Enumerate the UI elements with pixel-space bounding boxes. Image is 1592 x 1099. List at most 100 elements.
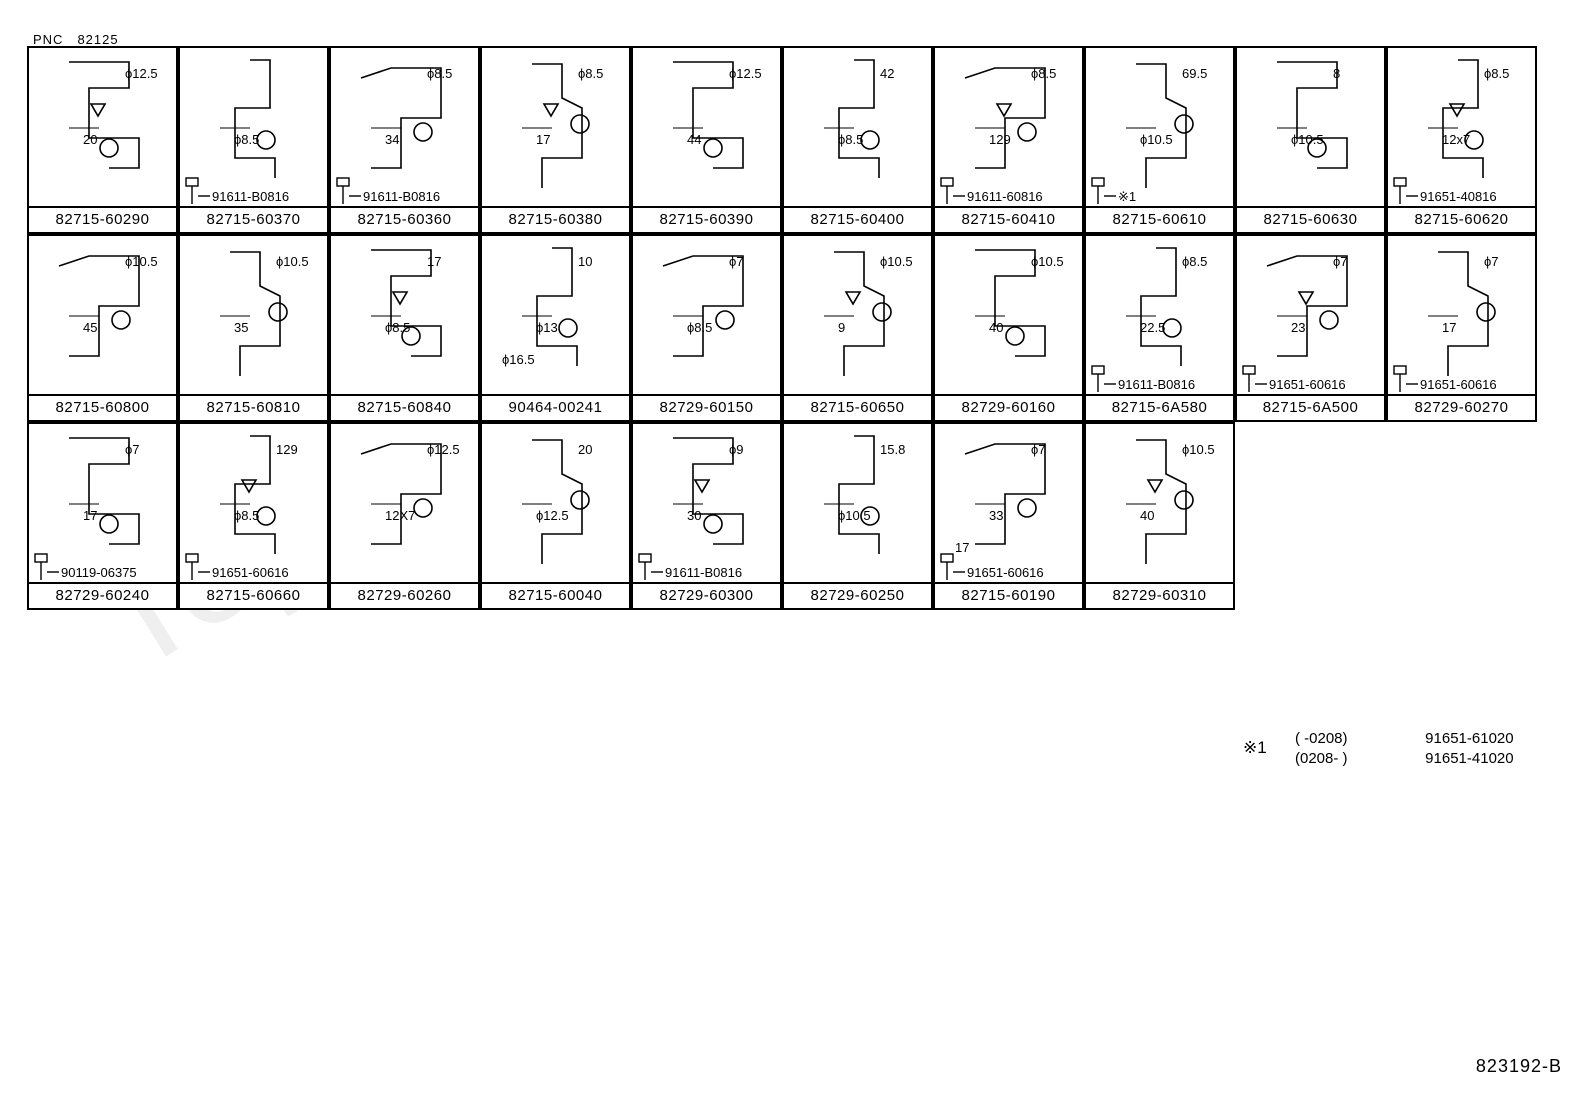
- part-number[interactable]: 82729-60160: [935, 394, 1082, 420]
- part-number[interactable]: 82715-60650: [784, 394, 931, 420]
- dimension-label: 17: [427, 254, 441, 269]
- mounting-hole: [872, 302, 892, 322]
- part-number[interactable]: 82715-60620: [1388, 206, 1535, 232]
- footnote-part[interactable]: 91651-61020: [1425, 730, 1514, 747]
- dimension-label: 34: [385, 132, 399, 147]
- mounting-hole: [413, 498, 433, 518]
- part-number[interactable]: 82715-60800: [29, 394, 176, 420]
- bracket-illustration: ϕ8.5ϕ7: [662, 254, 744, 357]
- bolt-part-number[interactable]: 91651-60616: [967, 565, 1044, 580]
- bolt-part-number[interactable]: 91611-60816: [967, 189, 1043, 204]
- dimension-label: ϕ10.5: [1291, 132, 1324, 147]
- mounting-hole: [1005, 326, 1025, 346]
- bolt-part-number[interactable]: 91611-B0816: [363, 189, 440, 204]
- footnote-row: ( -0208) 91651-61020: [1295, 730, 1514, 747]
- dimension-label: 20: [578, 442, 592, 457]
- part-number[interactable]: 90464-00241: [482, 394, 629, 420]
- part-number[interactable]: 82715-60390: [633, 206, 780, 232]
- dimension-label: ϕ10.5: [838, 508, 871, 523]
- part-number[interactable]: 82715-60400: [784, 206, 931, 232]
- mounting-hole: [256, 130, 276, 150]
- part-number[interactable]: 82715-60660: [180, 582, 327, 608]
- part-number[interactable]: 82715-6A500: [1237, 394, 1384, 420]
- part-number[interactable]: 82715-60810: [180, 394, 327, 420]
- part-number[interactable]: 82729-60310: [1086, 582, 1233, 608]
- dimension-label: ϕ7: [1031, 442, 1046, 457]
- bolt-part-number[interactable]: 91651-40816: [1420, 189, 1497, 204]
- footnote-part[interactable]: 91651-41020: [1425, 750, 1514, 767]
- part-number[interactable]: 82729-60250: [784, 582, 931, 608]
- bolt-part-number[interactable]: 91611-B0816: [1118, 377, 1195, 392]
- part-number[interactable]: 82729-60300: [633, 582, 780, 608]
- mounting-hole: [1307, 138, 1327, 158]
- part-number[interactable]: 82715-60290: [29, 206, 176, 232]
- bolt-part-number[interactable]: 91611-B0816: [665, 565, 742, 580]
- part-number[interactable]: 82729-60240: [29, 582, 176, 608]
- bolt-part-number[interactable]: 91651-60616: [1269, 377, 1346, 392]
- bracket-illustration: ϕ8.542: [824, 59, 894, 178]
- bolt-part-number[interactable]: 91611-B0816: [212, 189, 289, 204]
- bracket-illustration: ϕ10.515.8: [824, 435, 905, 554]
- bolt-part-number[interactable]: 91651-60616: [212, 565, 289, 580]
- bolt-part-number[interactable]: 90119-06375: [61, 565, 137, 580]
- part-number[interactable]: 82715-60360: [331, 206, 478, 232]
- dimension-label: 17: [1442, 320, 1456, 335]
- dimension-label: ϕ10.5: [1031, 254, 1064, 269]
- dimension-label: ϕ7: [125, 442, 140, 457]
- bolt-part-number[interactable]: 91651-60616: [1420, 377, 1497, 392]
- footnote-range: (0208- ): [1295, 750, 1348, 767]
- part-number[interactable]: 82715-60610: [1086, 206, 1233, 232]
- bolt-icon: [1393, 177, 1418, 204]
- part-number[interactable]: 82715-60370: [180, 206, 327, 232]
- part-number[interactable]: 82729-60270: [1388, 394, 1535, 420]
- part-number[interactable]: 82715-60040: [482, 582, 629, 608]
- part-number[interactable]: 82715-60380: [482, 206, 629, 232]
- part-number[interactable]: 82729-60260: [331, 582, 478, 608]
- part-number[interactable]: 82715-60410: [935, 206, 1082, 232]
- part-number[interactable]: 82715-60630: [1237, 206, 1384, 232]
- bracket-illustration: ϕ10.58: [1277, 61, 1348, 169]
- part-number[interactable]: 82715-6A580: [1086, 394, 1233, 420]
- dimension-label: ϕ13: [536, 320, 558, 335]
- bolt-part-number[interactable]: ※1: [1118, 189, 1136, 204]
- part-number[interactable]: 82729-60150: [633, 394, 780, 420]
- mounting-hole: [558, 318, 578, 338]
- part-number[interactable]: 82715-60840: [331, 394, 478, 420]
- part-number[interactable]: 82715-60190: [935, 582, 1082, 608]
